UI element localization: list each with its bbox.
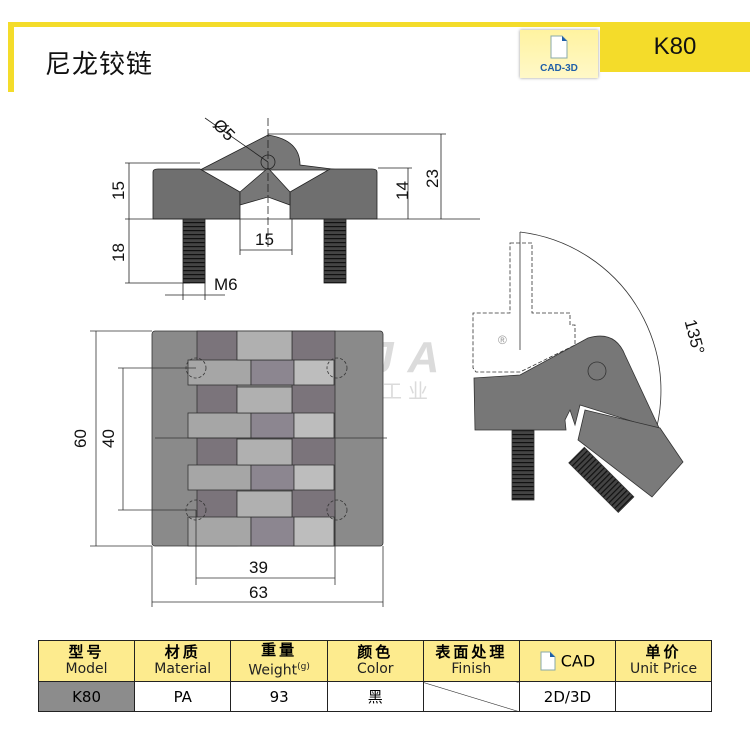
- dim-gap: 15: [255, 230, 274, 249]
- dim-hole-diameter: Ø5: [209, 115, 238, 144]
- header-cad: CAD: [518, 640, 617, 682]
- cell-weight: 93: [230, 681, 328, 712]
- dim-hole-spacing-x: 39: [249, 558, 268, 577]
- dim-hole-spacing-y: 40: [99, 429, 118, 448]
- document-icon: [550, 35, 568, 59]
- front-view: [125, 117, 480, 300]
- header-frame-left: [8, 22, 14, 92]
- dim-thread: M6: [214, 275, 238, 294]
- header-frame-top: [8, 22, 600, 27]
- dim-screw-length: 18: [109, 243, 128, 262]
- dim-leaf-height: 14: [393, 181, 412, 200]
- cad-3d-badge[interactable]: CAD-3D: [520, 30, 598, 78]
- technical-drawing: TANJA 天甲工业 15 18 Ø5 15 M6 14 23: [71, 115, 708, 607]
- model-code: K80: [600, 22, 750, 72]
- rotation-view: [472, 231, 684, 513]
- document-icon: [540, 651, 556, 671]
- dim-angle: 135°: [681, 317, 708, 356]
- plan-view: [90, 330, 387, 607]
- dim-total-height: 23: [423, 169, 442, 188]
- cad-badge-label: CAD-3D: [540, 63, 578, 74]
- cell-cad[interactable]: 2D/3D: [518, 681, 617, 712]
- dim-front-base-height: 15: [109, 181, 128, 200]
- cell-color: 黑: [326, 681, 424, 712]
- cell-model: K80: [37, 681, 136, 712]
- page-title: 尼龙铰链: [45, 50, 154, 80]
- dim-length: 60: [71, 429, 90, 448]
- table-row: K80 PA 93 黑 2D/3D: [37, 681, 712, 712]
- registered-mark: ®: [498, 333, 507, 347]
- cell-finish: [422, 681, 520, 712]
- dim-width: 63: [249, 583, 268, 602]
- cell-material: PA: [134, 681, 232, 712]
- cell-unit-price: [615, 681, 712, 712]
